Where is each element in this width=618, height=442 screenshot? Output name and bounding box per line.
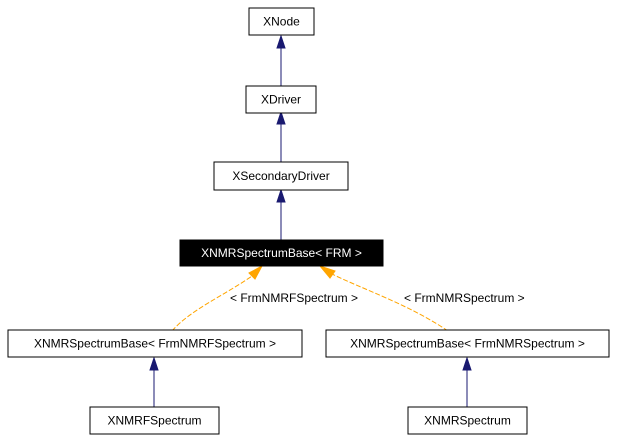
edge-xnmrfspectrum-to-base-frmnmrf <box>149 356 159 408</box>
edge-label-frmnmr: < FrmNMRSpectrum > <box>404 291 525 305</box>
arrowhead-xsecondarydriver <box>276 188 286 203</box>
arrowhead-base-frmnmr <box>462 356 472 371</box>
node-label-base-frmnmr: XNMRSpectrumBase< FrmNMRSpectrum > <box>350 337 585 351</box>
edge-xdriver-to-xnode <box>276 34 286 87</box>
arrowhead-base-frmnmrf <box>149 356 159 371</box>
node-label-xdriver: XDriver <box>261 93 301 107</box>
edge-xsecondarydriver-to-xdriver <box>276 110 286 163</box>
edge-template-frmnmr <box>318 264 449 332</box>
edge-xnmrspectrum-to-base-frmnmr <box>462 356 472 408</box>
node-xnmrspectrumbase-current: XNMRSpectrumBase< FRM > <box>179 239 384 267</box>
arrowhead-xnode <box>276 34 286 49</box>
node-label-xnmrspectrumbase: XNMRSpectrumBase< FRM > <box>201 246 362 260</box>
node-xnmrspectrum[interactable]: XNMRSpectrum <box>407 406 528 435</box>
node-xnmrfspectrum[interactable]: XNMRFSpectrum <box>89 406 220 435</box>
node-label-xnmrfspectrum: XNMRFSpectrum <box>107 414 201 428</box>
node-base-frmnmr[interactable]: XNMRSpectrumBase< FrmNMRSpectrum > <box>325 329 610 358</box>
arrowhead-template-right <box>318 264 336 279</box>
edge-xnmrspectrumbase-to-xsecondarydriver <box>276 188 286 241</box>
node-label-xnode: XNode <box>263 15 300 29</box>
node-xnode[interactable]: XNode <box>248 7 315 36</box>
node-base-frmnmrf[interactable]: XNMRSpectrumBase< FrmNMRFSpectrum > <box>7 329 303 358</box>
edge-label-frmnmrf: < FrmNMRFSpectrum > <box>230 291 358 305</box>
edge-template-frmnmrf <box>171 264 264 332</box>
arrowhead-xdriver <box>276 110 286 125</box>
node-xsecondarydriver[interactable]: XSecondaryDriver <box>213 161 349 191</box>
arrowhead-template-left <box>248 264 264 280</box>
node-xdriver[interactable]: XDriver <box>245 85 317 114</box>
node-label-base-frmnmrf: XNMRSpectrumBase< FrmNMRFSpectrum > <box>34 337 276 351</box>
node-label-xsecondarydriver: XSecondaryDriver <box>232 169 329 183</box>
node-label-xnmrspectrum: XNMRSpectrum <box>424 414 511 428</box>
